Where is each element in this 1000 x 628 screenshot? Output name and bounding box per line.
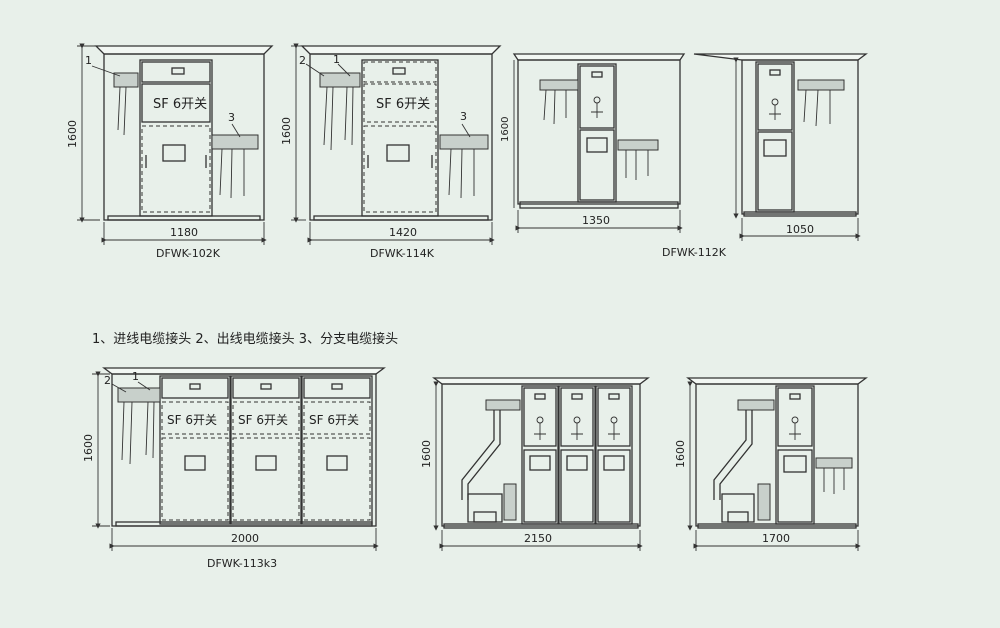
width-a-label: 1350 [582,214,610,227]
width-label: 1420 [389,226,417,239]
legend-text: 1、进线电缆接头 2、出线电缆接头 3、分支电缆接头 [92,331,398,347]
height-label: 1600 [500,117,511,142]
callout-3: 3 [460,110,467,123]
height-label: 1600 [420,440,433,468]
callout-3: 3 [228,111,235,124]
width-label: 2150 [524,532,552,545]
model-label: DFWK-113k3 [207,557,277,570]
callout-1: 1 [132,370,139,383]
switch-label: SF 6开关 [376,97,430,112]
callout-1: 1 [333,53,340,66]
unit-dfwk-112k: 1600 1350 DFWK-112K 1050 [500,53,868,259]
width-label: 1700 [762,532,790,545]
height-label: 1600 [674,440,687,468]
switch-label: SF 6开关 [167,413,217,427]
width-b-label: 1050 [786,223,814,236]
switch-label: SF 6开关 [153,97,207,112]
width-label: 1180 [170,226,198,239]
switch-label: SF 6开关 [309,413,359,427]
model-label: DFWK-102K [156,247,221,260]
unit-1700: 1600 1700 [674,377,868,551]
callout-1: 1 [85,54,92,67]
switch-label: SF 6开关 [238,413,288,427]
unit-dfwk-114k: SF 6开关 2 1 3 1600 1420 DFWK-114K [280,43,502,260]
height-label: 1600 [82,434,95,462]
width-label: 2000 [231,532,259,545]
unit-dfwk-102k: SF 6开关 1 3 1600 1180 DFWK-102K [66,43,274,260]
model-label: DFWK-114K [370,247,435,260]
height-label: 1600 [280,117,293,145]
height-label: 1600 [66,120,79,148]
unit-dfwk-113k3: SF 6开关 SF 6开关 SF 6开关 2 1 1600 2000 DF [82,367,386,570]
unit-2150: 1600 2150 [420,377,650,551]
model-label: DFWK-112K [662,246,727,259]
callout-2: 2 [299,54,306,67]
callout-2: 2 [104,374,111,387]
